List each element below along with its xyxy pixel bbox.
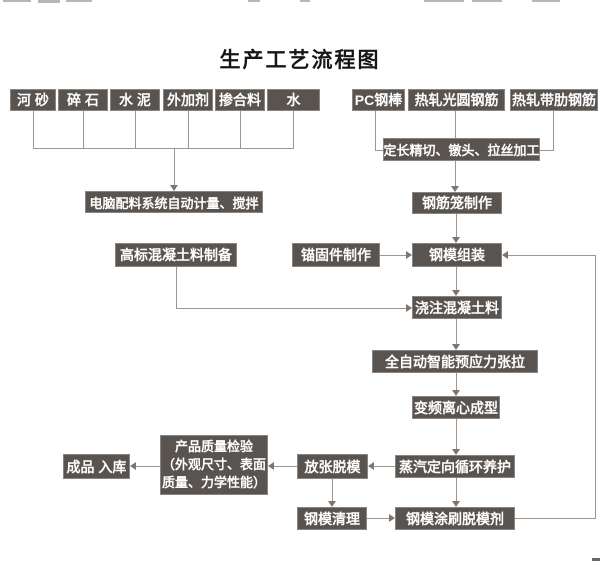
edge-line xyxy=(515,518,596,519)
arrowhead-down-icon xyxy=(328,501,336,507)
arrowhead-down-icon xyxy=(452,390,460,396)
node-quality-inspection-line: 质量、力学性能） xyxy=(161,475,266,490)
node-concrete-pouring: 浇注混凝土料 xyxy=(412,296,502,319)
edge-line xyxy=(456,214,457,238)
node-high-grade-concrete: 高标混凝土料制备 xyxy=(115,243,237,267)
node-mold-release-agent: 钢模涂刷脱模剂 xyxy=(395,507,515,530)
edge-line xyxy=(293,111,294,149)
arrowhead-down-icon xyxy=(452,344,460,350)
node-river-sand: 河 砂 xyxy=(10,89,56,111)
node-steel-cage-making: 钢筋笼制作 xyxy=(412,192,502,214)
arrowhead-down-icon xyxy=(452,449,460,455)
node-steel-mold-assembly: 钢模组装 xyxy=(412,243,502,267)
edge-line xyxy=(375,150,384,151)
node-finished-storage: 成品 入库 xyxy=(63,454,130,479)
edge-line xyxy=(456,319,457,345)
node-anchor-making: 锚固件制作 xyxy=(292,243,380,267)
crop-artifact xyxy=(424,0,464,2)
crop-artifact xyxy=(3,0,31,2)
arrowhead-left-icon xyxy=(130,462,136,470)
edge-line xyxy=(456,373,457,391)
crop-artifact xyxy=(532,0,560,2)
crop-artifact xyxy=(66,0,92,2)
node-auto-prestress-tension: 全自动智能预应力张拉 xyxy=(372,350,538,373)
node-quality-inspection: 产品质量检验 （外观尺寸、表面质量、力学性能） xyxy=(160,435,268,495)
arrowhead-down-icon xyxy=(170,185,178,191)
arrowhead-down-icon xyxy=(451,186,459,192)
node-centrifugal-forming: 变频离心成型 xyxy=(412,396,500,419)
node-steam-curing: 蒸汽定向循环养护 xyxy=(395,455,515,478)
node-hot-rolled-ribbed-bar: 热轧带肋钢筋 xyxy=(510,89,598,111)
node-crushed-stone: 碎 石 xyxy=(58,89,108,111)
edge-line xyxy=(367,518,390,519)
edge-line xyxy=(33,111,34,149)
edge-line xyxy=(456,267,457,291)
edge-line xyxy=(176,308,407,309)
node-cement: 水 泥 xyxy=(110,89,160,111)
edge-line xyxy=(332,479,333,502)
edge-line xyxy=(380,255,407,256)
node-cut-head-draw-process: 定长精切、镦头、拉丝加工 xyxy=(383,138,540,161)
corner-mark xyxy=(592,558,600,561)
crop-artifact xyxy=(248,0,260,2)
page-title: 生产工艺流程图 xyxy=(219,49,381,72)
node-hot-rolled-plain-bar: 热轧光圆钢筋 xyxy=(408,89,505,111)
arrowhead-right-icon xyxy=(389,514,395,522)
arrowhead-left-icon xyxy=(268,462,274,470)
arrowhead-down-icon xyxy=(452,237,460,243)
edge-line xyxy=(274,466,298,467)
node-water: 水 xyxy=(267,89,320,111)
edge-line xyxy=(188,111,189,149)
edge-line xyxy=(174,148,175,186)
crop-artifact xyxy=(472,0,502,2)
node-quality-inspection-line: 产品质量检验 xyxy=(174,439,253,454)
edge-line xyxy=(553,111,554,151)
edge-line xyxy=(83,111,84,149)
arrowhead-down-icon xyxy=(452,501,460,507)
node-release-demolding: 放张脱模 xyxy=(297,454,368,479)
crop-artifact xyxy=(38,0,60,3)
edge-line xyxy=(33,148,294,149)
edge-line xyxy=(455,111,456,139)
edge-line xyxy=(135,111,136,149)
edge-line xyxy=(375,111,376,151)
node-pc-steel-bar: PC钢棒 xyxy=(352,89,405,111)
node-mold-cleaning: 钢模清理 xyxy=(297,507,367,530)
edge-line xyxy=(240,111,241,149)
node-computer-batching: 电脑配料系统自动计量、搅拌 xyxy=(85,191,263,213)
arrowhead-left-icon xyxy=(368,462,374,470)
arrowhead-right-icon xyxy=(406,304,412,312)
edge-line xyxy=(136,466,161,467)
edge-line xyxy=(508,255,596,256)
crop-artifact xyxy=(300,0,310,2)
edge-line xyxy=(455,161,456,187)
arrowhead-right-icon xyxy=(406,251,412,259)
arrowhead-down-icon xyxy=(452,290,460,296)
edge-line xyxy=(456,419,457,450)
edge-line xyxy=(374,466,396,467)
node-admixture: 外加剂 xyxy=(163,89,213,111)
edge-line xyxy=(595,255,596,519)
arrowhead-left-icon xyxy=(502,251,508,259)
node-blending-material: 掺合料 xyxy=(215,89,265,111)
edge-line xyxy=(176,267,177,309)
edge-line xyxy=(540,150,554,151)
edge-line xyxy=(456,478,457,502)
node-quality-inspection-line: （外观尺寸、表面 xyxy=(161,457,266,472)
